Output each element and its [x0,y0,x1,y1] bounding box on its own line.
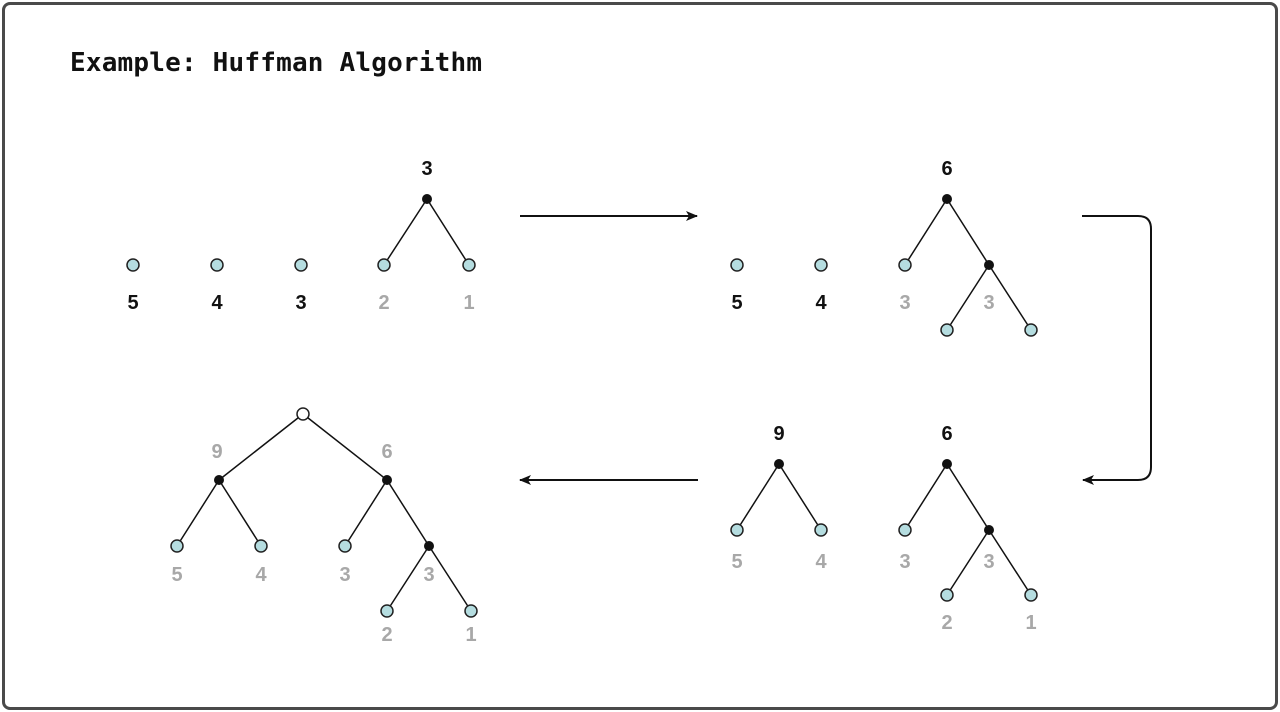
node-label: 5 [731,551,742,573]
leaf-node [898,258,912,272]
step-2: 5 4 3 3 6 [730,158,1038,337]
internal-node [422,194,432,204]
leaf-node [338,539,352,553]
node-label: 3 [899,551,910,573]
node-label: 3 [421,158,432,180]
node-label: 6 [941,158,952,180]
node-label: 3 [423,564,434,586]
node-label: 5 [171,564,182,586]
step-4: 9 6 5 4 3 3 2 1 [170,407,478,646]
leaf-node [294,258,308,272]
node-label: 4 [255,564,267,586]
leaf-node [814,523,828,537]
node-label: 3 [295,292,306,314]
node-label: 1 [465,624,476,646]
edge [988,264,1032,331]
leaf-node [126,258,140,272]
leaf-node [462,258,476,272]
leaf-node [377,258,391,272]
edge [176,479,220,547]
leaf-node [730,258,744,272]
root-node [296,407,310,421]
node-label: 1 [463,292,474,314]
edge [736,463,780,531]
internal-node [424,541,434,551]
page-title: Example: Huffman Algorithm [70,48,483,78]
arrow-down-left [1082,215,1152,485]
node-label: 2 [941,612,952,634]
node-label: 5 [127,292,138,314]
edge [218,413,304,481]
edge [904,463,948,531]
leaf-node [940,588,954,602]
edge [386,545,430,612]
edge [302,413,388,481]
step-1: 5 4 3 2 1 3 [126,158,476,314]
edge [428,545,472,612]
node-label: 9 [211,441,222,463]
leaf-node [940,323,954,337]
node-label: 4 [211,292,223,314]
edge [778,463,822,531]
leaf-node [730,523,744,537]
edge [946,264,990,331]
internal-node [214,475,224,485]
internal-node [382,475,392,485]
internal-node [984,260,994,270]
internal-node [774,459,784,469]
node-label: 2 [378,292,389,314]
node-label: 6 [381,441,392,463]
leaf-node [1024,588,1038,602]
internal-node [942,459,952,469]
leaf-node [814,258,828,272]
internal-node [984,525,994,535]
node-label: 4 [815,551,827,573]
node-label: 4 [815,292,827,314]
leaf-node [380,604,394,618]
node-label: 3 [339,564,350,586]
edge [386,479,430,547]
edge [426,198,470,266]
edge [344,479,388,547]
node-label: 3 [983,551,994,573]
leaf-node [1024,323,1038,337]
edge [218,479,262,547]
step-3: 5 4 9 3 3 2 1 6 [730,423,1038,634]
node-label: 3 [899,292,910,314]
node-label: 3 [983,292,994,314]
node-label: 1 [1025,612,1036,634]
leaf-node [254,539,268,553]
leaf-node [210,258,224,272]
node-label: 2 [381,624,392,646]
leaf-node [170,539,184,553]
edge [946,463,990,531]
leaf-node [898,523,912,537]
edge [383,198,428,266]
leaf-node [464,604,478,618]
node-label: 6 [941,423,952,445]
edge [988,529,1032,596]
node-label: 9 [773,423,784,445]
edge [904,198,948,266]
edge [946,529,990,596]
edge [946,198,990,266]
node-label: 5 [731,292,742,314]
internal-node [942,194,952,204]
